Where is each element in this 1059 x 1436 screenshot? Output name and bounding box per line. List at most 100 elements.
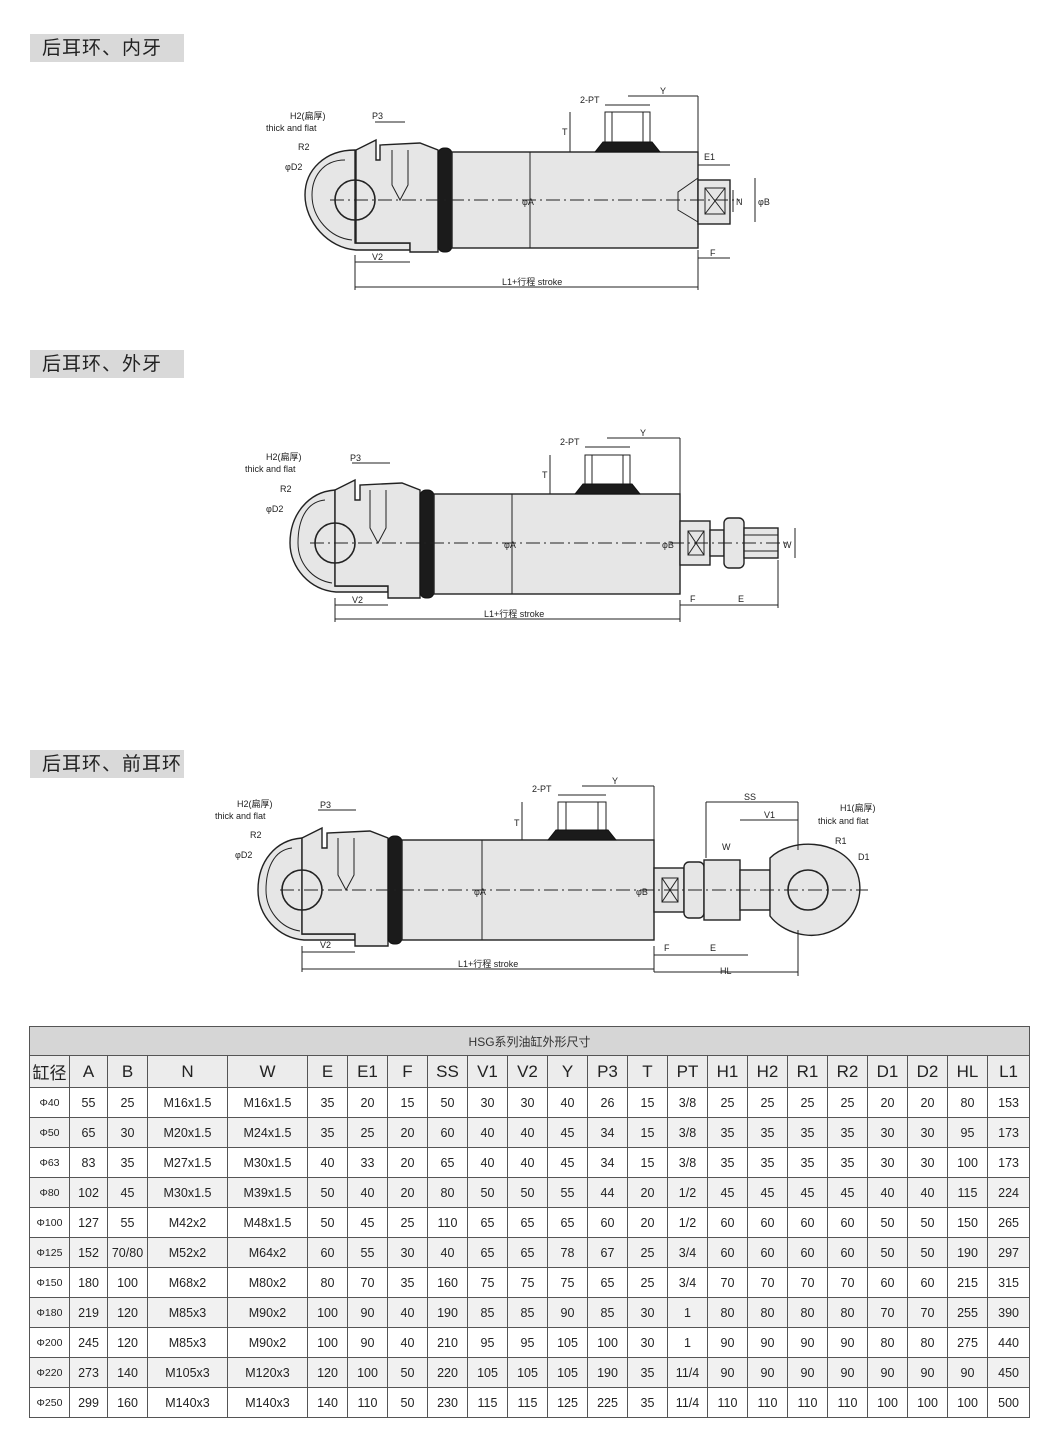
label-d2-3: φD2: [235, 850, 252, 860]
table-cell: 80: [827, 1297, 868, 1328]
table-cell: 90: [747, 1327, 788, 1358]
table-cell: 44: [587, 1177, 628, 1208]
column-header: R2: [827, 1055, 868, 1088]
table-cell: 40: [307, 1147, 348, 1178]
label-stroke-3: L1+行程 stroke: [458, 958, 518, 969]
table-cell: 20: [387, 1117, 428, 1148]
table-cell: 173: [986, 1117, 1031, 1148]
table-cell: 20: [627, 1207, 668, 1238]
label-f-3: F: [664, 943, 670, 953]
table-cell: 440: [986, 1327, 1031, 1358]
column-header: D2: [907, 1055, 948, 1088]
table-cell: 219: [69, 1297, 108, 1328]
label-h2: H2(扁厚): [290, 110, 326, 121]
table-cell: 110: [427, 1207, 468, 1238]
label-a-3: φA: [474, 887, 486, 897]
table-cell: 120: [107, 1327, 148, 1358]
table-cell: 190: [427, 1297, 468, 1328]
bore-cell: Φ200: [29, 1327, 70, 1358]
table-cell: 60: [747, 1207, 788, 1238]
table-cell: 55: [69, 1087, 108, 1118]
table-cell: M27x1.5: [147, 1147, 228, 1178]
label-h2-3: H2(扁厚): [237, 798, 273, 809]
table-cell: M39x1.5: [227, 1177, 308, 1208]
table-cell: 35: [107, 1147, 148, 1178]
table-cell: 30: [467, 1087, 508, 1118]
label-v2-2: V2: [352, 595, 363, 605]
table-cell: 55: [347, 1237, 388, 1268]
table-cell: 150: [947, 1207, 988, 1238]
table-cell: 125: [547, 1387, 588, 1418]
table-cell: 30: [867, 1117, 908, 1148]
table-cell: 100: [947, 1387, 988, 1418]
table-cell: 90: [747, 1357, 788, 1388]
bore-cell: Φ50: [29, 1117, 70, 1148]
section-title-rear-front-clevis: 后耳环、前耳环: [30, 750, 184, 778]
table-cell: 90: [867, 1357, 908, 1388]
table-cell: M20x1.5: [147, 1117, 228, 1148]
table-cell: 60: [427, 1117, 468, 1148]
table-cell: 50: [387, 1387, 428, 1418]
label-r2: R2: [298, 142, 310, 152]
column-header: W: [227, 1055, 308, 1088]
table-cell: 60: [707, 1237, 748, 1268]
label-w-3: W: [722, 842, 731, 852]
column-header: A: [69, 1055, 108, 1088]
table-cell: 55: [107, 1207, 148, 1238]
table-cell: 90: [707, 1357, 748, 1388]
table-cell: M16x1.5: [227, 1087, 308, 1118]
table-cell: 90: [827, 1357, 868, 1388]
table-cell: 40: [467, 1117, 508, 1148]
table-cell: 50: [387, 1357, 428, 1388]
table-cell: M85x3: [147, 1327, 228, 1358]
table-cell: 30: [627, 1297, 668, 1328]
column-header: SS: [427, 1055, 468, 1088]
label-d1-3: D1: [858, 852, 870, 862]
table-cell: 40: [547, 1087, 588, 1118]
column-header: HL: [947, 1055, 988, 1088]
label-y-2: Y: [640, 428, 646, 438]
table-cell: 35: [747, 1117, 788, 1148]
table-cell: 299: [69, 1387, 108, 1418]
label-y: Y: [660, 86, 666, 96]
table-cell: 80: [747, 1297, 788, 1328]
table-cell: 20: [387, 1147, 428, 1178]
table-cell: 30: [907, 1117, 948, 1148]
table-cell: M52x2: [147, 1237, 228, 1268]
table-cell: 70: [867, 1297, 908, 1328]
table-cell: M90x2: [227, 1327, 308, 1358]
drawing-rear-front-clevis: H2(扁厚) thick and flat R2 φD2 P3 V2 2-PT …: [215, 776, 876, 976]
table-cell: 35: [787, 1117, 828, 1148]
label-e1: E1: [704, 152, 715, 162]
table-cell: 65: [547, 1207, 588, 1238]
table-cell: 220: [427, 1357, 468, 1388]
table-cell: 30: [627, 1327, 668, 1358]
table-cell: 3/8: [667, 1147, 708, 1178]
label-d2-2: φD2: [266, 504, 283, 514]
table-cell: M140x3: [227, 1387, 308, 1418]
table-cell: 100: [347, 1357, 388, 1388]
table-cell: 3/4: [667, 1267, 708, 1298]
table-cell: 40: [907, 1177, 948, 1208]
label-pt: 2-PT: [580, 95, 600, 105]
table-cell: 20: [867, 1087, 908, 1118]
column-header: PT: [667, 1055, 708, 1088]
label-e-3: E: [710, 943, 716, 953]
table-cell: 35: [707, 1147, 748, 1178]
table-cell: 40: [507, 1147, 548, 1178]
table-cell: M90x2: [227, 1297, 308, 1328]
table-cell: 65: [507, 1237, 548, 1268]
table-cell: 25: [747, 1087, 788, 1118]
table-cell: 67: [587, 1237, 628, 1268]
column-header: T: [627, 1055, 668, 1088]
table-cell: 115: [467, 1387, 508, 1418]
table-cell: 140: [307, 1387, 348, 1418]
table-cell: 110: [707, 1387, 748, 1418]
bore-cell: Φ80: [29, 1177, 70, 1208]
column-header: P3: [587, 1055, 628, 1088]
